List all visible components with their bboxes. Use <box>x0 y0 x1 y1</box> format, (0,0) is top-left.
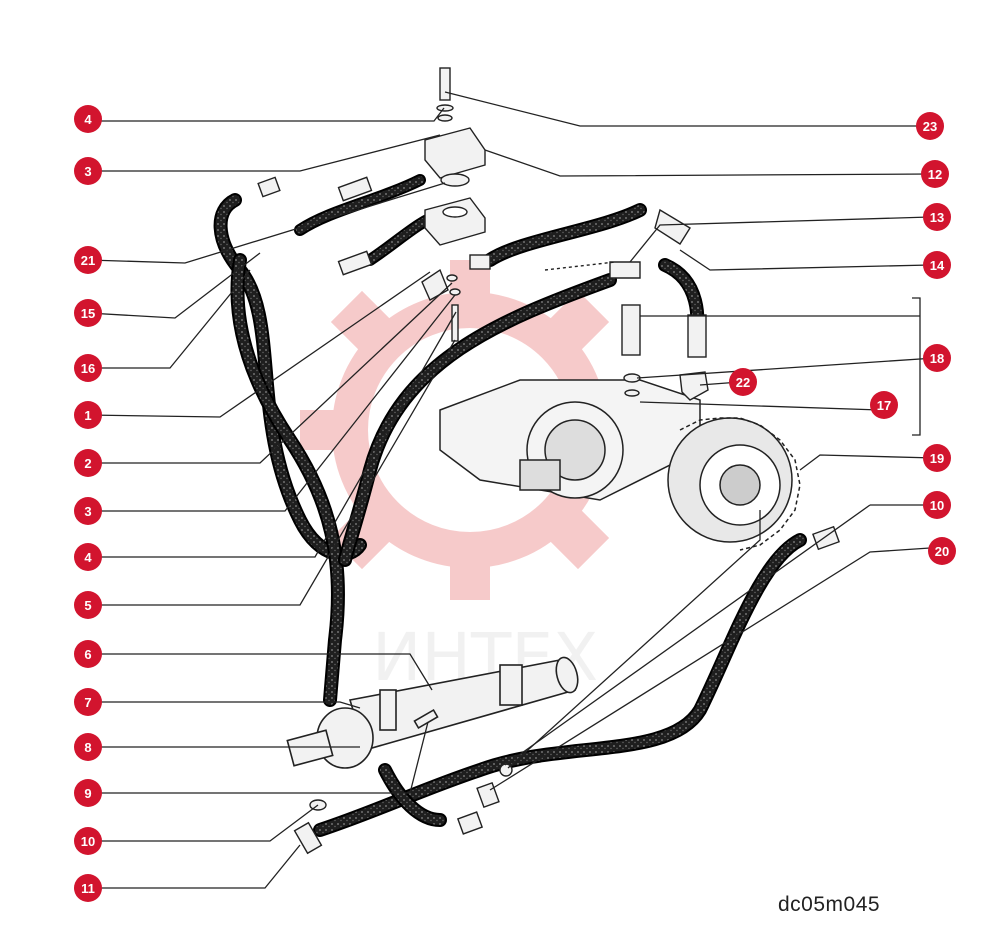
callout-badge: 17 <box>870 391 898 419</box>
callout-badge: 18 <box>923 344 951 372</box>
cooler <box>286 656 579 769</box>
callout-badge: 3 <box>74 157 102 185</box>
callout-number: 3 <box>84 504 91 519</box>
bolt-icon <box>439 67 451 101</box>
hoses <box>213 174 807 837</box>
callout-badge: 20 <box>928 537 956 565</box>
callout-badge: 10 <box>923 491 951 519</box>
callout-number: 10 <box>930 498 944 513</box>
callout-number: 18 <box>930 351 944 366</box>
callout-number: 12 <box>928 167 942 182</box>
callout-badge: 12 <box>921 160 949 188</box>
callout-number: 9 <box>84 786 91 801</box>
callout-number: 22 <box>736 375 750 390</box>
callout-badge: 5 <box>74 591 102 619</box>
callout-number: 17 <box>877 398 891 413</box>
callout-number: 13 <box>930 210 944 225</box>
callout-badge: 15 <box>74 299 102 327</box>
callout-number: 20 <box>935 544 949 559</box>
callout-number: 16 <box>81 361 95 376</box>
callout-badge: 16 <box>74 354 102 382</box>
callout-badge: 3 <box>74 497 102 525</box>
pump-assembly <box>439 379 801 551</box>
callout-number: 4 <box>84 550 92 565</box>
callout-badge: 23 <box>916 112 944 140</box>
callout-number: 11 <box>81 881 95 896</box>
callout-badge: 8 <box>74 733 102 761</box>
callout-number: 14 <box>930 258 945 273</box>
callout-number: 10 <box>81 834 95 849</box>
callout-badge: 13 <box>923 203 951 231</box>
callout-number: 21 <box>81 253 95 268</box>
callout-badge: 22 <box>729 368 757 396</box>
callout-number: 2 <box>84 456 91 471</box>
callout-badge: 6 <box>74 640 102 668</box>
callout-badge: 1 <box>74 401 102 429</box>
callout-badge: 19 <box>923 444 951 472</box>
callout-badge: 9 <box>74 779 102 807</box>
fittings <box>257 67 840 855</box>
callout-number: 6 <box>84 647 91 662</box>
callout-number: 3 <box>84 164 91 179</box>
callout-badge: 2 <box>74 449 102 477</box>
callouts: 4 3 21 15 16 1 2 3 4 5 6 7 8 9 10 11 23 … <box>74 105 956 902</box>
callout-badge: 21 <box>74 246 102 274</box>
callout-badge: 14 <box>923 251 951 279</box>
callout-number: 4 <box>84 112 92 127</box>
callout-number: 8 <box>84 740 91 755</box>
callout-badge: 10 <box>74 827 102 855</box>
callout-badge: 11 <box>74 874 102 902</box>
callout-number: 1 <box>84 408 91 423</box>
diagram-code: dc05m045 <box>778 893 881 916</box>
leader-lines <box>87 91 936 889</box>
callout-number: 15 <box>81 306 95 321</box>
callout-badge: 4 <box>74 105 102 133</box>
callout-number: 23 <box>923 119 937 134</box>
callout-number: 7 <box>84 695 91 710</box>
callout-badge: 4 <box>74 543 102 571</box>
callout-number: 19 <box>930 451 944 466</box>
callout-number: 5 <box>84 598 91 613</box>
callout-badge: 7 <box>74 688 102 716</box>
